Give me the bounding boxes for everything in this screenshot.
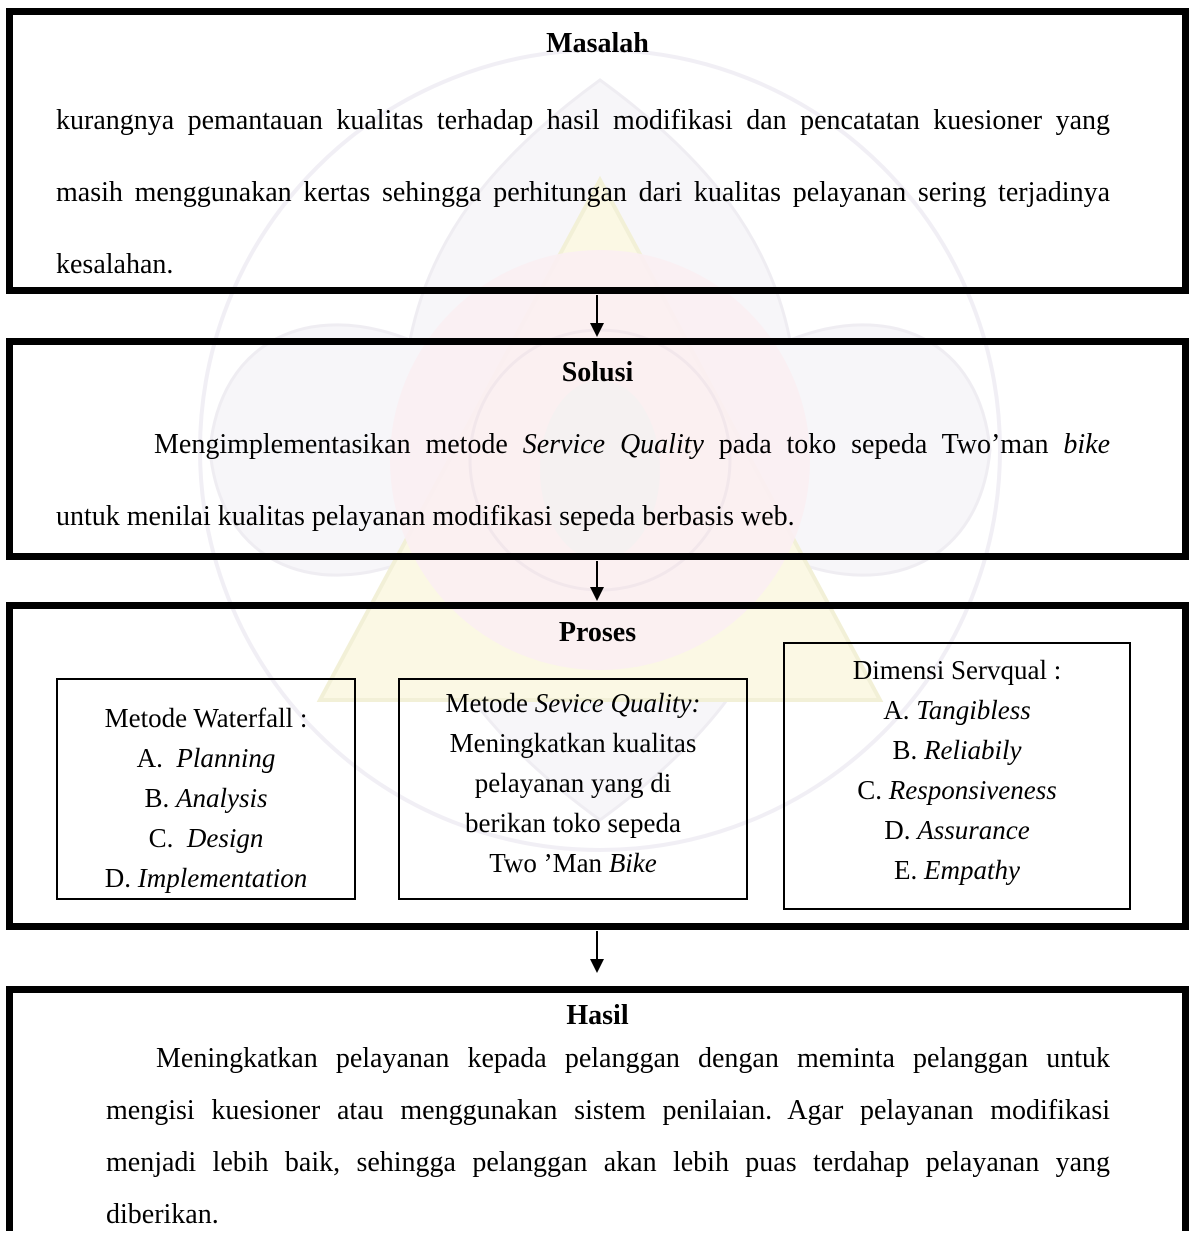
hasil-text: Meningkatkan pelayanan kepada pelanggan … [106,1043,1110,1230]
dimensi-item: C. Responsiveness [857,775,1057,805]
waterfall-method-box: Metode Waterfall : A. Planning B. Analys… [56,678,356,900]
servqual-heading: Metode Sevice Quality: [445,688,701,718]
solusi-text-italic: bike [1063,429,1110,460]
solusi-text-part: Mengimplementasikan metode [154,429,523,460]
dimensi-item: E. Empathy [894,855,1020,885]
solusi-text-italic: Service Quality [522,429,704,460]
arrow-down-icon [590,931,604,973]
waterfall-item: D. Implementation [104,863,308,893]
arrow-down-icon [590,295,604,337]
solusi-box: Solusi Mengimplementasikan metode Servic… [6,338,1189,560]
masalah-title: Masalah [546,28,649,59]
servqual-line: pelayanan yang di [474,768,672,798]
solusi-text-part: pada toko sepeda Two’man [703,429,1064,460]
solusi-text-part: untuk menilai kualitas pelayanan modifik… [56,501,795,532]
waterfall-item: B. Analysis [144,783,268,813]
proses-box: Proses Metode Waterfall : A. Planning B.… [6,602,1189,930]
waterfall-item: C. Design [148,823,264,853]
arrow-down-icon [590,561,604,601]
arrow-solusi-to-proses [590,561,604,601]
masalah-box: Masalah kurangnya pemantauan kualitas te… [6,8,1189,294]
dimensi-item: A. Tangibless [883,695,1031,725]
solusi-title: Solusi [561,357,634,388]
service-quality-method-box: Metode Sevice Quality: Meningkatkan kual… [398,678,748,900]
dimensi-servqual-box: Dimensi Servqual : A. Tangibless B. Reli… [783,642,1131,910]
solusi-text: Mengimplementasikan metode Service Quali… [56,409,1110,553]
dimensi-item: D. Assurance [884,815,1030,845]
servqual-line: Two ’Man Bike [489,848,657,878]
dimensi-item: B. Reliabily [892,735,1022,765]
hasil-title: Hasil [566,1000,629,1031]
hasil-box: Hasil Meningkatkan pelayanan kepada pela… [6,986,1189,1231]
servqual-line: Meningkatkan kualitas [449,728,697,758]
dimensi-heading: Dimensi Servqual : [852,655,1062,685]
servqual-line: berikan toko sepeda [465,808,681,838]
masalah-text: kurangnya pemantauan kualitas terhadap h… [56,105,1110,280]
waterfall-item: A. Planning [136,743,276,773]
arrow-proses-to-hasil [590,931,604,973]
waterfall-heading: Metode Waterfall : [104,703,308,733]
arrow-masalah-to-solusi [590,295,604,337]
